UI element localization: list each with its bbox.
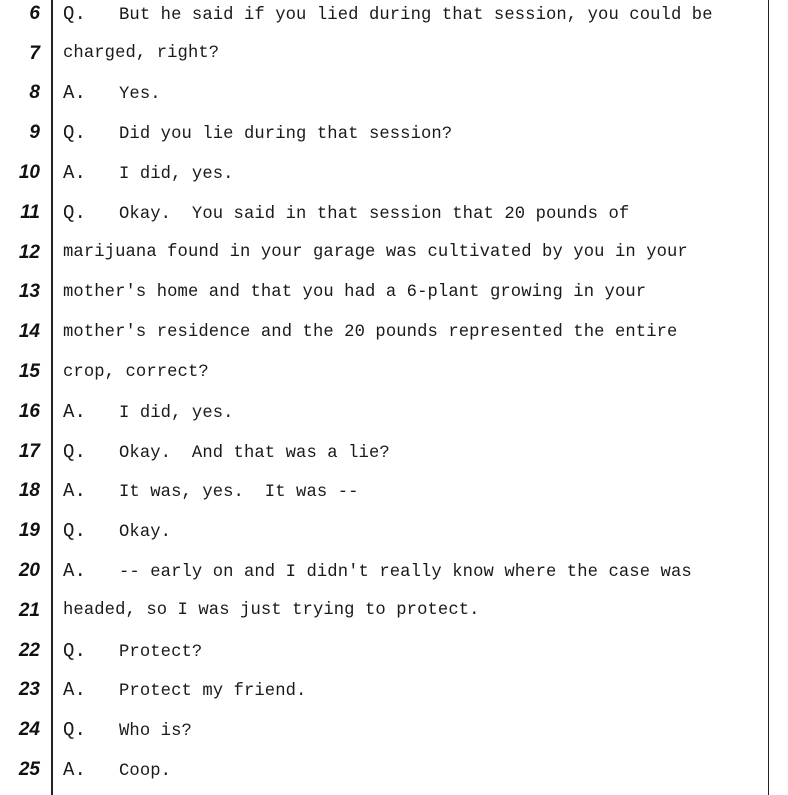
line-number: 11	[20, 201, 40, 223]
transcript-line: 18 A. It was, yes. It was --	[0, 472, 788, 512]
speaker-label: A.	[63, 480, 87, 503]
speaker-label: Q.	[63, 201, 87, 224]
line-text: Q. Did you lie during that session?	[63, 122, 452, 144]
line-text: A. It was, yes. It was --	[63, 480, 359, 502]
testimony-text: Who is?	[119, 722, 192, 742]
transcript-line: 6 Q. But he said if you lied during that s…	[0, 0, 788, 34]
testimony-text: Okay. You said in that session that 20 p…	[119, 204, 630, 224]
line-text: Q. Who is?	[63, 719, 192, 741]
transcript-line: 13 mother's home and that you had a 6-pla…	[0, 273, 788, 313]
line-number: 24	[18, 719, 40, 741]
speaker-label: Q.	[63, 639, 87, 662]
transcript-line: 17 Q. Okay. And that was a lie?	[0, 432, 788, 472]
testimony-text: headed, so I was just trying to protect.	[63, 601, 480, 621]
transcript-line: 12 marijuana found in your garage was cul…	[0, 233, 788, 273]
line-text: A. Protect my friend.	[63, 679, 306, 701]
line-text: mother's residence and the 20 pounds rep…	[63, 323, 677, 342]
transcript-line: 10 A. I did, yes.	[0, 153, 788, 193]
line-number: 8	[29, 82, 40, 104]
transcript-line: 9 Q. Did you lie during that session?	[0, 113, 788, 153]
testimony-text: -- early on and I didn't really know whe…	[119, 563, 692, 583]
line-text: Q. Okay.	[63, 520, 171, 542]
speaker-label: A.	[63, 400, 87, 423]
speaker-label: A.	[63, 759, 87, 782]
testimony-text: Yes.	[119, 85, 161, 105]
line-text: marijuana found in your garage was culti…	[63, 243, 688, 262]
line-text: Q. Okay. And that was a lie?	[63, 441, 390, 463]
right-margin-rule	[768, 0, 769, 795]
testimony-text: Did you lie during that session?	[119, 125, 453, 145]
testimony-text: mother's residence and the 20 pounds rep…	[63, 322, 678, 342]
line-number: 10	[18, 162, 40, 184]
transcript-line: 11 Q. Okay. You said in that session that …	[0, 193, 788, 233]
line-number: 18	[18, 480, 40, 502]
testimony-text: Okay. And that was a lie?	[119, 443, 390, 463]
line-number: 22	[18, 639, 40, 661]
line-number: 14	[18, 321, 40, 343]
line-number: 23	[18, 679, 40, 701]
speaker-label: Q.	[63, 520, 87, 543]
line-text: A. Yes.	[63, 82, 161, 104]
speaker-label: Q.	[63, 440, 87, 463]
line-text: A. -- early on and I didn't really know w…	[63, 560, 692, 582]
line-number: 20	[18, 560, 40, 582]
line-text: mother's home and that you had a 6-plant…	[63, 283, 646, 302]
transcript-line: 16 A. I did, yes.	[0, 392, 788, 432]
testimony-text: charged, right?	[63, 44, 220, 64]
line-text: Q. Protect?	[63, 640, 202, 662]
line-number: 25	[18, 759, 40, 781]
speaker-label: Q.	[63, 122, 87, 145]
speaker-label: A.	[63, 162, 87, 185]
line-text: Q. But he said if you lied during that se…	[63, 3, 713, 25]
transcript-line: 24 Q. Who is?	[0, 710, 788, 750]
line-number: 13	[18, 281, 40, 303]
speaker-label: Q.	[63, 719, 87, 742]
testimony-text: Coop.	[119, 762, 172, 782]
line-number: 16	[18, 400, 40, 422]
transcript-line: 8 A. Yes.	[0, 74, 788, 114]
transcript-line: 14 mother's residence and the 20 pounds r…	[0, 312, 788, 352]
line-text: headed, so I was just trying to protect.	[63, 601, 480, 620]
testimony-text: Okay.	[119, 523, 172, 543]
line-number: 15	[18, 361, 40, 383]
line-number: 9	[29, 122, 40, 144]
line-number: 19	[18, 520, 40, 542]
line-number: 6	[29, 2, 40, 24]
line-text: charged, right?	[63, 44, 219, 63]
line-number: 21	[18, 599, 40, 621]
speaker-label: A.	[63, 679, 87, 702]
speaker-label: Q.	[63, 2, 87, 25]
line-text: crop, correct?	[63, 363, 209, 382]
transcript-line: 25 A. Coop.	[0, 750, 788, 790]
testimony-text: crop, correct?	[63, 362, 209, 382]
line-text: Q. Okay. You said in that session that 20…	[63, 202, 629, 224]
transcript-line: 7 charged, right?	[0, 34, 788, 74]
transcript-line: 15 crop, correct?	[0, 352, 788, 392]
line-number: 12	[18, 241, 40, 263]
testimony-text: mother's home and that you had a 6-plant…	[63, 282, 647, 302]
line-text: A. I did, yes.	[63, 162, 234, 184]
testimony-text: Protect my friend.	[119, 682, 307, 702]
left-margin-rule	[51, 0, 53, 795]
line-number: 17	[18, 440, 40, 462]
testimony-text: I did, yes.	[119, 403, 234, 423]
testimony-text: marijuana found in your garage was culti…	[63, 243, 688, 263]
transcript-line: 21 headed, so I was just trying to protec…	[0, 591, 788, 631]
testimony-text: I did, yes.	[119, 165, 234, 185]
speaker-label: A.	[63, 82, 87, 105]
testimony-text: It was, yes. It was --	[119, 483, 359, 503]
transcript-line: 19 Q. Okay.	[0, 511, 788, 551]
speaker-label: A.	[63, 560, 87, 583]
transcript-line: 22 Q. Protect?	[0, 631, 788, 671]
line-number: 7	[29, 42, 40, 64]
line-text: A. Coop.	[63, 759, 171, 781]
transcript-line: 23 A. Protect my friend.	[0, 671, 788, 711]
testimony-text: But he said if you lied during that sess…	[119, 5, 713, 25]
line-text: A. I did, yes.	[63, 401, 234, 423]
transcript-line: 20 A. -- early on and I didn't really know…	[0, 551, 788, 591]
testimony-text: Protect?	[119, 642, 203, 662]
